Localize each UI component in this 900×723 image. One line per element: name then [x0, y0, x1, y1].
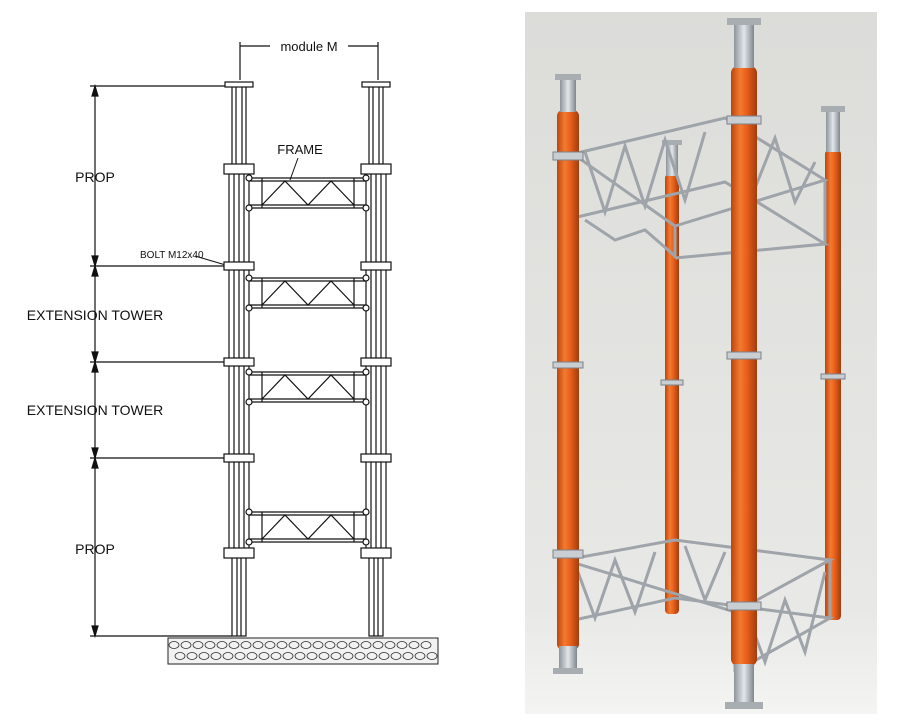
- frame-panel: [245, 174, 370, 212]
- module-label: module M: [280, 39, 337, 54]
- section-label-prop-top: PROP: [75, 169, 115, 185]
- frame-panel: [245, 508, 370, 546]
- frame-panel: [245, 368, 370, 406]
- front-props: [553, 18, 763, 709]
- tower-photo: [525, 12, 877, 714]
- ground-hatch: [167, 637, 439, 665]
- section-label-prop-bottom: PROP: [75, 541, 115, 557]
- bolt-leader: [194, 255, 230, 267]
- frame-panel: [245, 274, 370, 312]
- frame-leader: [289, 157, 299, 181]
- section-label-extension-2: EXTENSION TOWER: [27, 402, 163, 418]
- tower-elevation-drawing: module M PROP EXTENSION TOWER EXTENSION …: [27, 39, 439, 665]
- prop-clamps: [552, 115, 846, 611]
- bolt-label: BOLT M12x40: [140, 250, 204, 261]
- column-clamps: [223, 163, 392, 559]
- frames: [245, 174, 370, 546]
- section-label-extension-1: EXTENSION TOWER: [27, 307, 163, 323]
- module-dimension: [239, 42, 379, 80]
- frame-label: FRAME: [277, 142, 323, 157]
- height-dimension: [90, 83, 232, 639]
